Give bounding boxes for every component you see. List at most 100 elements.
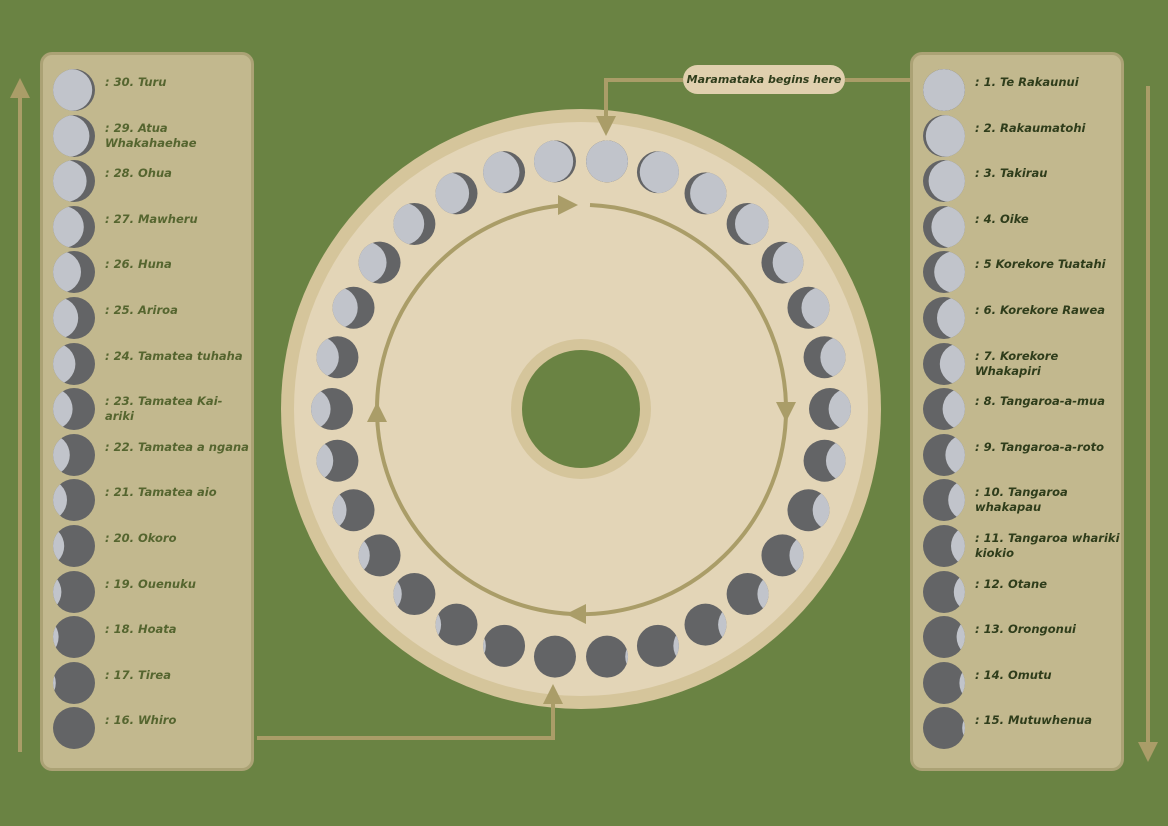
day-label: : 11. Tangaroa whariki kiokio [975, 531, 1120, 560]
moon-phase-icon [53, 251, 95, 294]
list-item: : 26. Huna [43, 249, 251, 295]
moon-phase-icon [53, 570, 95, 613]
day-label: : 29. Atua Whakahaehae [105, 120, 197, 150]
day-label: : 27. Mawheru [105, 211, 198, 226]
day-label: : 30. Turu [105, 75, 167, 89]
arrowhead-right-icon [558, 195, 578, 215]
day-label: : 12. Otane [975, 576, 1047, 591]
moon-phase-icon [803, 336, 846, 379]
list-item: : 15. Mutuwhenua [913, 705, 1121, 751]
start-arrow-icon [596, 116, 616, 136]
list-item: : 7. Korekore Whakapiri [913, 341, 1121, 387]
left-up-arrow-icon [10, 78, 30, 98]
list-item: : 24. Tamatea tuhaha [43, 341, 251, 387]
list-item: : 2. Rakaumatohi [913, 113, 1121, 159]
moon-phase-icon [332, 286, 375, 329]
day-label: : 2. Rakaumatohi [975, 120, 1086, 135]
moon-phase-icon [311, 388, 353, 430]
moon-phase-icon [923, 433, 965, 476]
moon-phase-icon [53, 707, 95, 750]
list-item: : 27. Mawheru [43, 204, 251, 250]
moon-phase-icon [53, 479, 95, 522]
list-item: : 12. Otane [913, 569, 1121, 615]
day-label: : 20. Okoro [105, 531, 177, 545]
list-item: : 8. Tangaroa-a-mua [913, 386, 1121, 432]
day-label: : 26. Huna [105, 257, 172, 272]
moon-phase-icon [787, 286, 830, 329]
list-item: : 23. Tamatea Kai-ariki [43, 386, 251, 432]
moon-phase-icon [923, 661, 965, 704]
moon-phase-icon [787, 489, 830, 532]
cycle-arrowheads [367, 195, 796, 624]
list-item: : 28. Ohua [43, 158, 251, 204]
list-item: : 11. Tangaroa whariki kiokio [913, 523, 1121, 569]
list-item: : 3. Takirau [913, 158, 1121, 204]
arrowhead-up-icon [367, 402, 387, 422]
list-item: : 22. Tamatea a ngana [43, 432, 251, 478]
moon-phase-icon [923, 342, 965, 385]
moon-phase-icon [53, 388, 95, 431]
moon-phase-icon [435, 603, 478, 646]
day-label: : 24. Tamatea tuhaha [105, 348, 243, 363]
day-label: : 28. Ohua [105, 166, 172, 181]
day-label: : 3. Takirau [975, 166, 1048, 181]
day-label: : 14. Omutu [975, 667, 1052, 682]
day-label: : 15. Mutuwhenua [975, 713, 1093, 728]
waning-days-panel: : 1. Te Rakaunui : 2. Rakaumatohi : 3. Tak… [910, 52, 1124, 771]
day-label: : 7. Korekore Whakapiri [975, 348, 1059, 378]
ring-moons [311, 140, 851, 678]
day-label: : 6. Korekore Rawea [975, 303, 1106, 317]
moon-phase-icon [53, 661, 95, 704]
moon-phase-icon [483, 624, 526, 667]
moon-phase-icon [53, 205, 95, 248]
list-item: : 1. Te Rakaunui [913, 67, 1121, 113]
moon-phase-icon [53, 114, 95, 157]
moon-phase-icon [316, 439, 359, 482]
day-label: : 21. Tamatea aio [105, 485, 217, 500]
list-item: : 19. Ouenuku [43, 569, 251, 615]
day-label: : 9. Tangaroa-a-roto [975, 439, 1105, 454]
list-item: : 10. Tangaroa whakapau [913, 477, 1121, 523]
moon-phase-icon [923, 297, 965, 339]
day-label: : 4. Oike [975, 211, 1029, 226]
moon-phase-icon [636, 151, 679, 194]
moon-phase-icon [53, 342, 95, 385]
day-label: : 5 Korekore Tuatahi [975, 257, 1106, 272]
start-label: Maramataka begins here [683, 65, 845, 94]
moon-phase-icon [923, 114, 965, 157]
moon-phase-icon [636, 624, 679, 667]
moon-phase-icon [483, 151, 526, 194]
moon-phase-icon [684, 172, 727, 215]
moon-phase-icon [923, 479, 965, 522]
day-label: : 1. Te Rakaunui [975, 75, 1079, 89]
day-label: : 16. Whiro [105, 713, 177, 728]
list-item: : 4. Oike [913, 204, 1121, 250]
moon-phase-icon [923, 251, 965, 294]
list-item: : 14. Omutu [913, 660, 1121, 706]
list-item: : 16. Whiro [43, 705, 251, 751]
list-item: : 17. Tirea [43, 660, 251, 706]
day-label: : 13. Orongonui [975, 622, 1076, 637]
list-item: : 29. Atua Whakahaehae [43, 113, 251, 159]
return-arrow-icon [543, 684, 563, 704]
arrowhead-down-icon [776, 402, 796, 422]
moon-phase-icon [809, 388, 851, 430]
list-item: : 13. Orongonui [913, 614, 1121, 660]
center-hole [522, 350, 640, 468]
moon-phase-icon [761, 241, 804, 284]
moon-phase-icon [316, 336, 359, 379]
moon-phase-icon [684, 603, 727, 646]
moon-phase-icon [53, 525, 95, 567]
list-item: : 6. Korekore Rawea [913, 295, 1121, 341]
list-item: : 18. Hoata [43, 614, 251, 660]
arrowhead-left-icon [566, 604, 586, 624]
moon-phase-icon [53, 297, 95, 339]
moon-phase-icon [586, 635, 629, 678]
moon-phase-icon [393, 573, 436, 616]
moon-phase-icon [533, 635, 576, 678]
moon-phase-icon [923, 205, 965, 248]
moon-phase-icon [923, 707, 965, 750]
list-item: : 21. Tamatea aio [43, 477, 251, 523]
day-label: : 8. Tangaroa-a-mua [975, 394, 1105, 409]
